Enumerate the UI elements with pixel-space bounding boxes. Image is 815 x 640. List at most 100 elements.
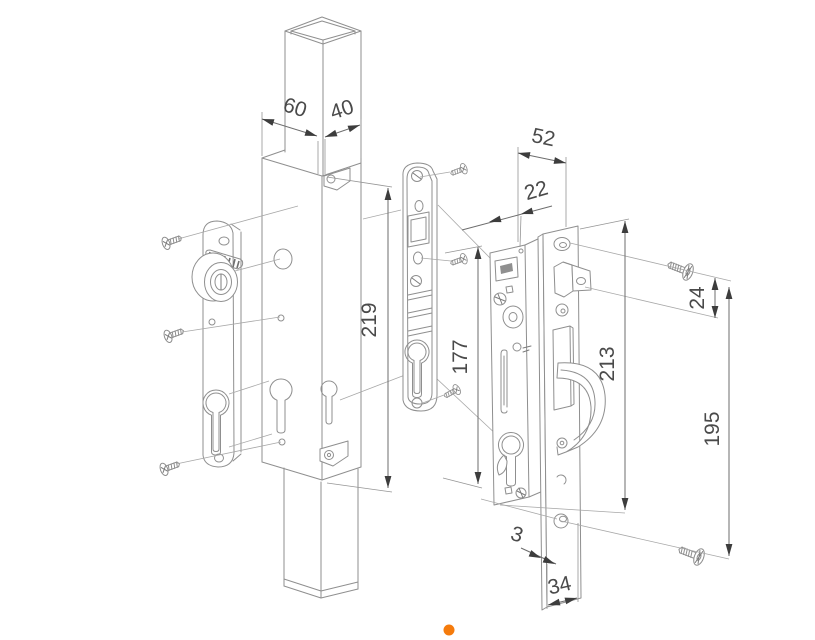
- faceplate-bottom-hole: [553, 513, 569, 529]
- dimension-40: 40: [323, 95, 362, 141]
- box-top-rear-edge: [261, 149, 286, 159]
- adapter-euro-boss-outer: [404, 339, 430, 398]
- gate-post: [283, 16, 362, 599]
- adapter-window-inner: [410, 216, 427, 243]
- dimension-lines: 60 40 52 22 219: [261, 93, 733, 609]
- screw: [157, 457, 183, 478]
- dimension-60: 60: [261, 93, 318, 140]
- body-pin-hole: [518, 248, 524, 254]
- hex-spindle-pin: [553, 261, 592, 298]
- faceplate-front-face: [542, 225, 582, 608]
- cylinder-profile: [498, 432, 524, 487]
- euro-cutout-left-face: [269, 378, 293, 434]
- adapter-oval-hole-1: [414, 200, 424, 212]
- dim-label-213: 213: [596, 346, 619, 381]
- dimension-219: 219: [358, 188, 392, 488]
- spindle-follower-hole: [508, 312, 518, 322]
- screw: [161, 324, 187, 345]
- label-plate: [500, 263, 513, 274]
- faceplate: [537, 225, 606, 611]
- hook-bolt: [556, 362, 606, 456]
- body-square-hole: [505, 285, 514, 294]
- label-window: [494, 256, 519, 282]
- fixing-hole-lower: [278, 438, 286, 446]
- spindle-hole: [273, 248, 293, 270]
- screw: [448, 162, 470, 180]
- escutcheon-euro-cutout-outer: [202, 389, 230, 456]
- adapter-screws: [419, 162, 470, 405]
- escutcheon-mid-hole: [208, 318, 216, 326]
- dim-label-22: 22: [522, 176, 551, 205]
- dim-label-40: 40: [327, 95, 356, 124]
- body-screw-cross-bottom: [516, 487, 526, 499]
- post-bottom-chamfer: [283, 578, 359, 592]
- screw: [675, 540, 707, 568]
- spindle-follower: [502, 305, 524, 329]
- body-screw-head: [493, 292, 507, 306]
- lock-housing-box: [261, 149, 362, 481]
- lock-body: [489, 237, 544, 506]
- adapter-ribs: [407, 289, 433, 337]
- dim-label-3: 3: [508, 522, 526, 547]
- dim-label-52: 52: [530, 124, 558, 151]
- faceplate-top-hole-inner: [559, 242, 567, 248]
- post-wall-edges: [290, 30, 356, 45]
- body-square-hole-bottom: [504, 486, 513, 495]
- post-bottom-edge: [283, 585, 359, 599]
- faceplate-top-hole: [553, 237, 571, 251]
- dim-label-24: 24: [686, 286, 709, 310]
- box-bottom-edges: [261, 461, 362, 481]
- dimension-24: 24: [686, 278, 719, 318]
- post-lower-edges: [283, 467, 359, 599]
- faceplate-hole-4: [556, 474, 567, 485]
- bottom-tab-hole-inner: [326, 452, 332, 458]
- dimension-52: 52: [517, 124, 567, 167]
- screw: [159, 231, 185, 252]
- euro-cutout-right-face: [320, 380, 338, 425]
- dimension-177: 177: [449, 247, 482, 484]
- dim-label-34: 34: [546, 572, 574, 600]
- escutcheon-bottom-hole: [214, 453, 224, 463]
- adapter-screw-slot-mid: [411, 277, 421, 285]
- escutcheon-thickness-lines: [230, 223, 242, 462]
- escutcheon-top-hole: [218, 236, 230, 246]
- cylinder-face: [501, 435, 521, 455]
- adapter-screw-boss-top: [411, 170, 423, 182]
- box-vertical-edges: [261, 157, 362, 481]
- top-tab-hole: [326, 174, 336, 184]
- bottom-tab-hole: [324, 450, 334, 460]
- dimension-34: 34: [546, 572, 578, 609]
- faceplate-mid-hole-inner: [560, 308, 566, 314]
- dim-label-219: 219: [358, 302, 381, 337]
- escutcheon-plate: [191, 220, 244, 468]
- dim-label-177: 177: [449, 339, 472, 374]
- stamp-mark: [522, 345, 532, 353]
- top-mounting-tab: [323, 167, 351, 191]
- dimension-22: 22: [461, 176, 553, 231]
- dim-label-195: 195: [701, 411, 724, 446]
- dimension-213: 213: [596, 221, 629, 510]
- knob-cylinder: [191, 252, 238, 302]
- adapter-inner-wall: [406, 166, 433, 405]
- body-small-hole: [512, 342, 522, 352]
- fixing-hole-upper: [277, 314, 285, 322]
- escutcheon-euro-cutout-inner: [205, 392, 227, 452]
- carousel-dot-active[interactable]: [443, 624, 455, 636]
- adjustment-slot: [500, 349, 508, 414]
- bottom-mounting-tab: [319, 440, 349, 467]
- right-leader-lines: [480, 242, 732, 560]
- hex-pin-hole: [576, 277, 586, 285]
- adapter-euro-boss-inner: [407, 342, 427, 394]
- adapter-plate: [402, 162, 438, 412]
- faceplate-mid-hole: [555, 303, 569, 317]
- faceplate-hole-3-inner: [559, 440, 565, 446]
- cylinder-cam: [496, 454, 508, 476]
- knob-ring: [210, 269, 232, 295]
- screw: [448, 252, 469, 270]
- adapter-window: [407, 211, 430, 248]
- post-top-opening: [290, 20, 356, 41]
- body-screw-cross: [494, 293, 506, 305]
- faceplate-hole-3: [556, 437, 568, 449]
